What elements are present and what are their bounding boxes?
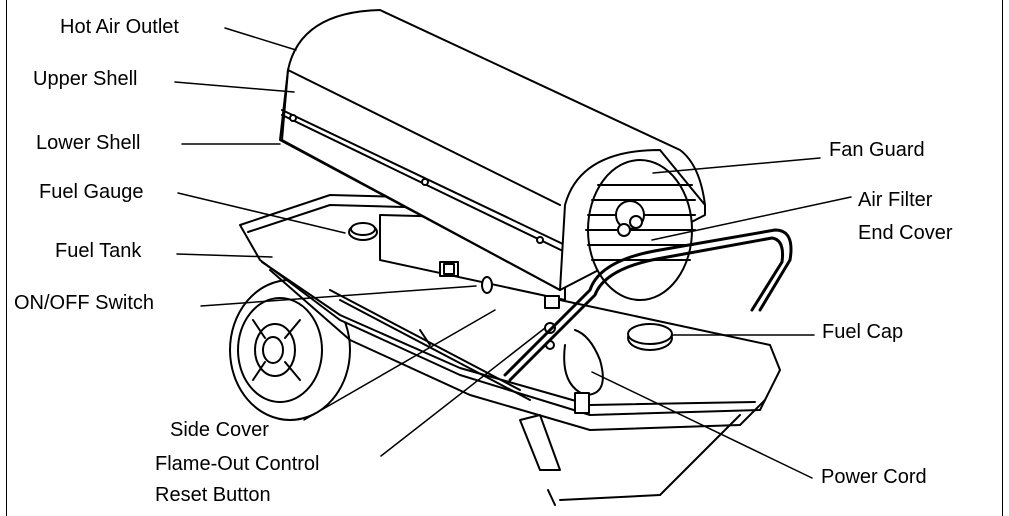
- wheel: [229, 279, 351, 421]
- label-fan-guard: Fan Guard: [829, 139, 925, 161]
- handle-frame: [503, 228, 793, 506]
- label-fuel-tank: Fuel Tank: [55, 240, 142, 262]
- label-lower-shell: Lower Shell: [36, 132, 141, 154]
- fuel-gauge: [348, 222, 378, 241]
- label-air-filter: Air Filter: [858, 189, 933, 211]
- label-reset-button: Reset Button: [155, 484, 271, 506]
- frame-left-border: [6, 0, 7, 516]
- label-upper-shell: Upper Shell: [33, 68, 138, 90]
- label-fuel-gauge: Fuel Gauge: [39, 181, 144, 203]
- fuel-cap: [627, 323, 673, 351]
- label-end-cover: End Cover: [858, 222, 953, 244]
- power-cord: [563, 329, 604, 414]
- fuel-tank: [239, 194, 781, 431]
- label-side-cover: Side Cover: [170, 419, 269, 441]
- label-power-cord: Power Cord: [821, 466, 927, 488]
- label-flame-out-control: Flame-Out Control: [155, 453, 320, 475]
- leader-lines: [174, 27, 852, 479]
- frame-right-border: [1002, 0, 1003, 516]
- label-hot-air-outlet: Hot Air Outlet: [60, 16, 179, 38]
- label-on-off-switch: ON/OFF Switch: [14, 292, 155, 314]
- label-fuel-cap: Fuel Cap: [822, 321, 904, 343]
